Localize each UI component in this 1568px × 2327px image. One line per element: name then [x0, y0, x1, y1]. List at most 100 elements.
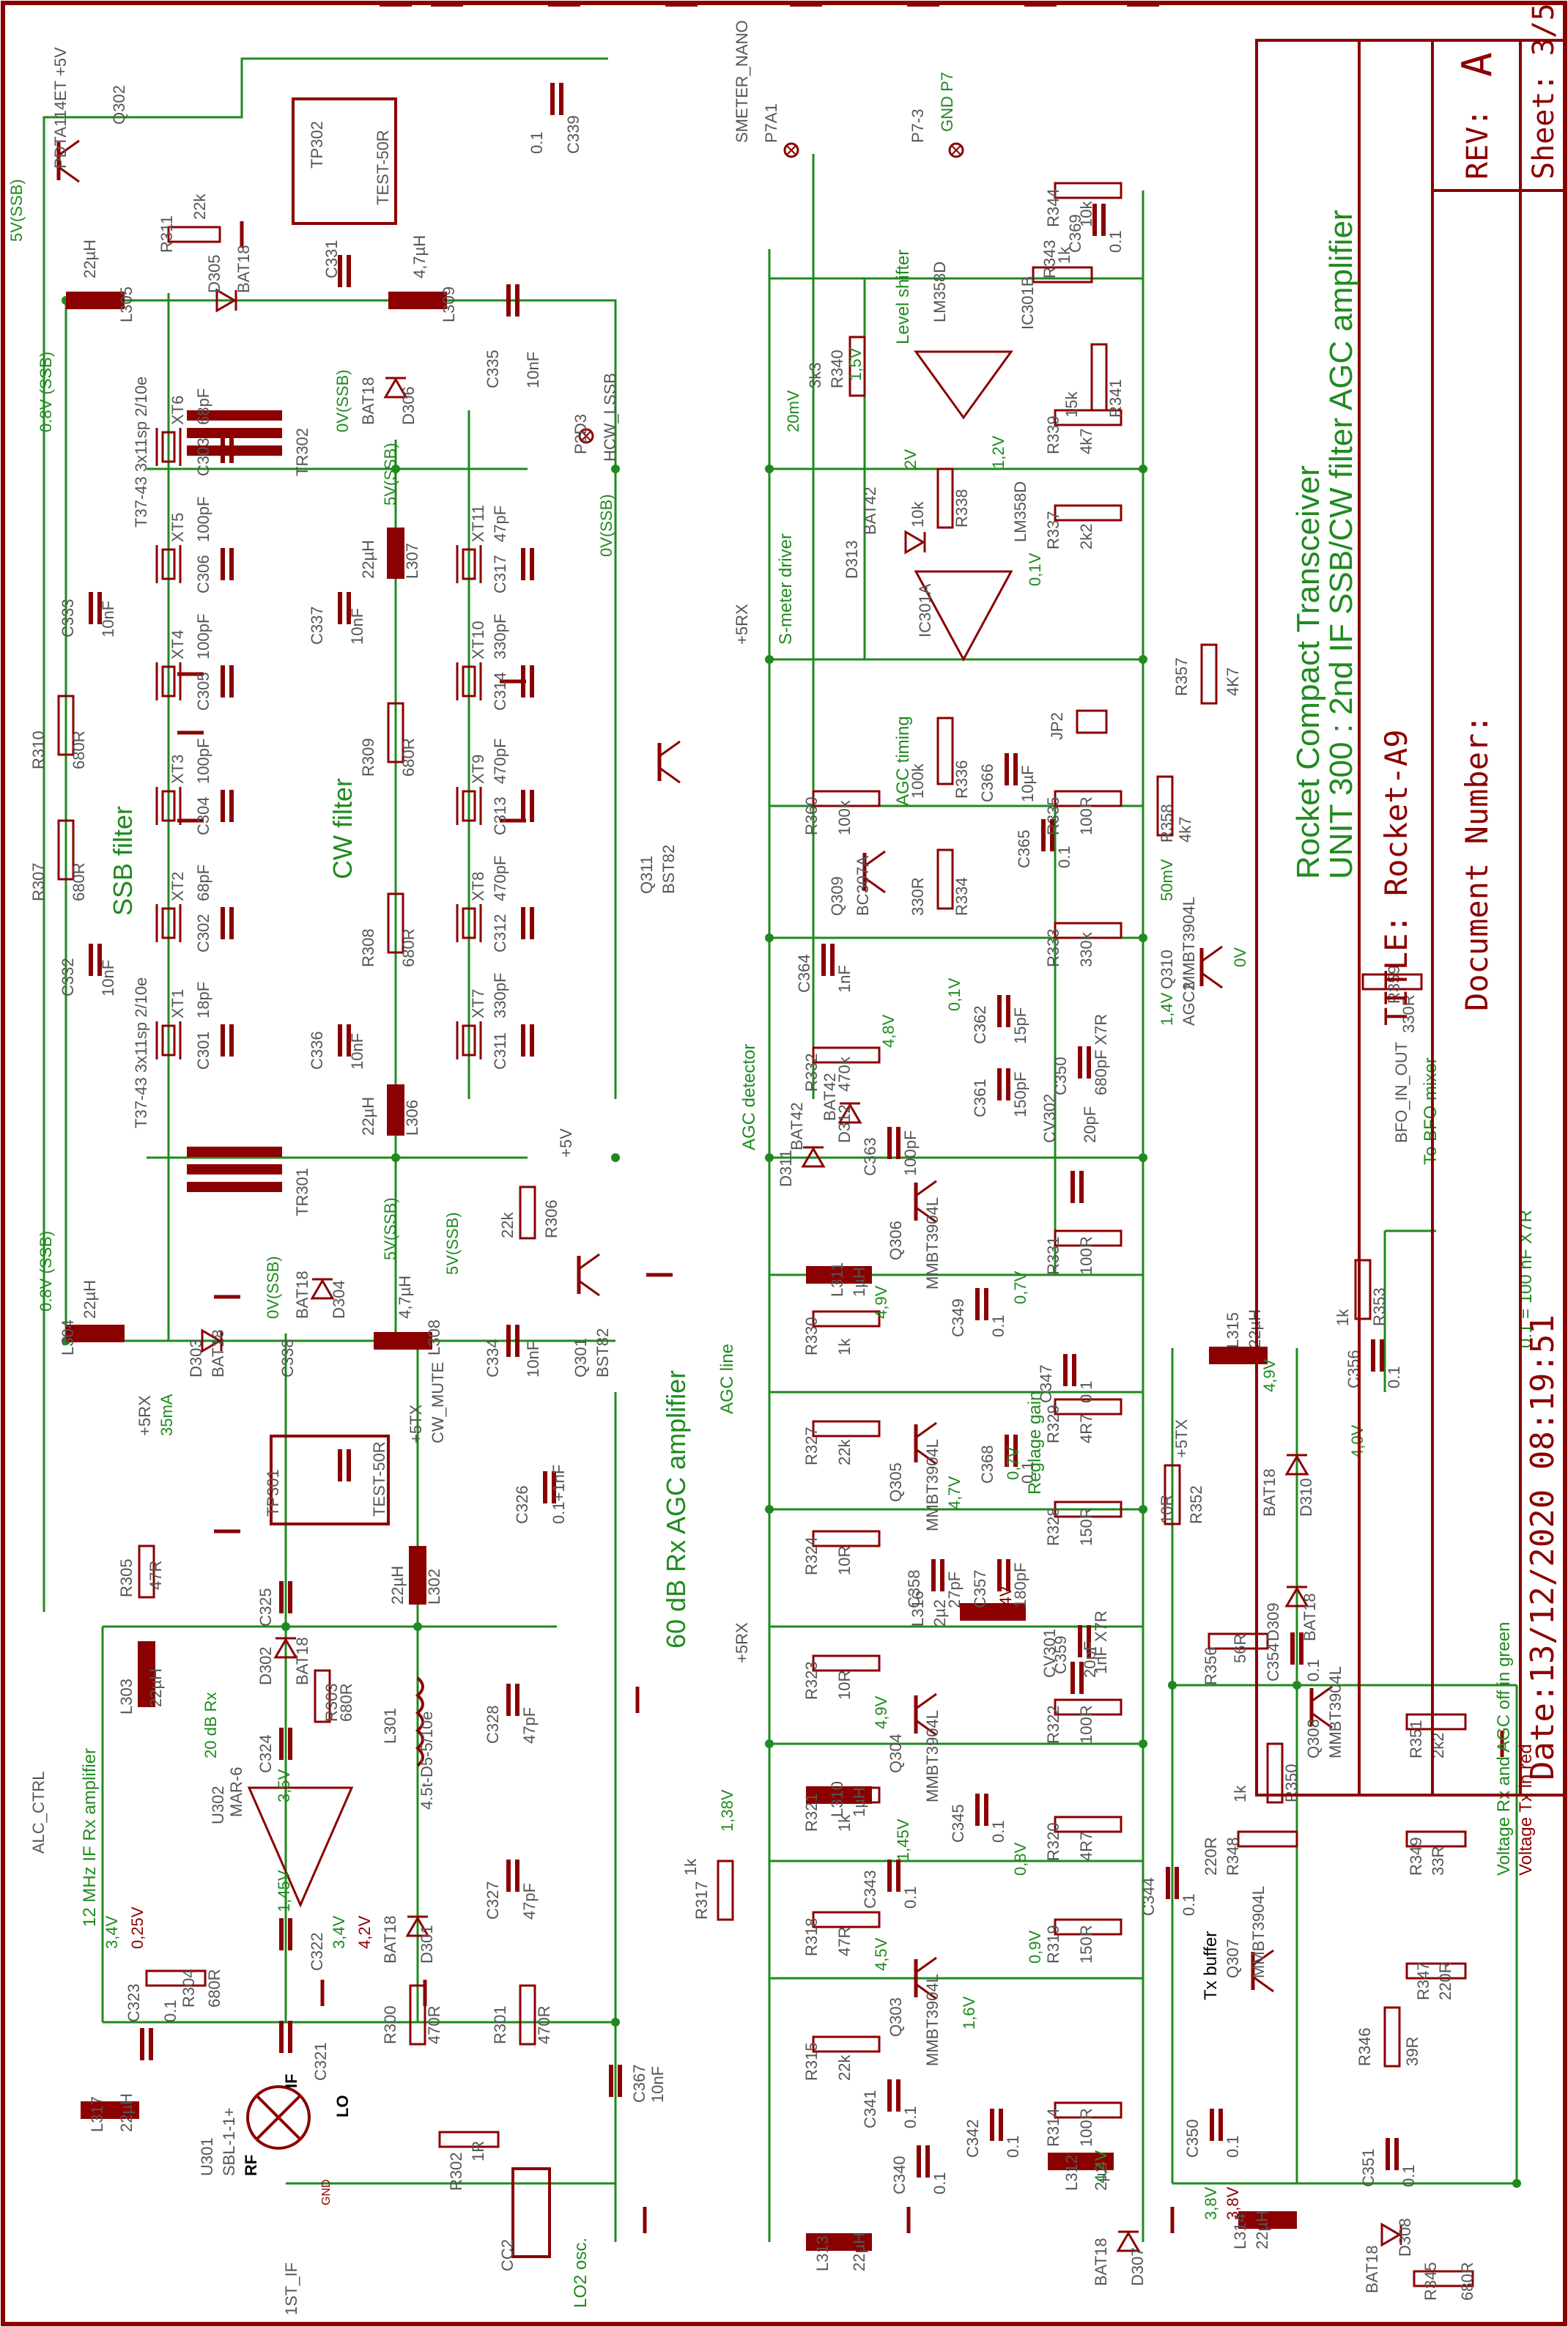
- title-block-frame: [1255, 39, 1566, 1797]
- mosfet-label: Q311: [637, 856, 656, 894]
- inductor-value: 22µH: [388, 1566, 407, 1605]
- junction-dot: [281, 1622, 290, 1631]
- junction-dot: [1139, 1739, 1147, 1748]
- res-label: R333: [1044, 928, 1062, 967]
- resistor: [812, 1046, 881, 1064]
- cap-label: C341: [861, 2090, 879, 2128]
- cap-value: 0.1: [1055, 846, 1073, 868]
- diode-label: D302: [256, 1646, 275, 1685]
- mixer-label: U301: [198, 2137, 216, 2176]
- transistor-type: MMBT3904L: [1326, 1666, 1345, 1758]
- section-tx-buffer: Tx buffer: [1201, 1931, 1221, 2000]
- note-green: Voltage Rx and AGC off in green: [1494, 1622, 1514, 1876]
- res-value: 4k7: [1077, 429, 1095, 454]
- resistor: [1090, 343, 1108, 412]
- cap-label: C323: [125, 1983, 143, 2022]
- crystal: [161, 548, 176, 580]
- diode: [201, 1328, 223, 1353]
- transformer-winding: [187, 428, 282, 438]
- transformer-winding: [187, 445, 282, 456]
- inductor-value: 22µH: [147, 1668, 165, 1707]
- junction-dot: [1139, 465, 1147, 473]
- transistor-label: Q310: [1158, 950, 1176, 989]
- resistor: [57, 695, 75, 756]
- diode-type: BAT18: [359, 377, 377, 425]
- resistor: [167, 226, 221, 243]
- inductor-label: L305: [117, 286, 136, 322]
- junction-dot: [413, 1622, 422, 1631]
- mosfet-type: BST82: [593, 1328, 612, 1377]
- junction-dot: [1139, 1153, 1147, 1162]
- voltage-rx: 4,9V: [872, 1285, 890, 1319]
- res-label: R353: [1370, 1287, 1388, 1326]
- cap-value: 0.1: [1180, 1893, 1198, 1916]
- res-label: R358: [1158, 804, 1176, 843]
- net-0v-ssb: 0V(SSB): [264, 1256, 282, 1319]
- crystal: [161, 907, 176, 939]
- voltage-rx: 1,2V: [989, 435, 1007, 469]
- resistor: [1054, 182, 1123, 199]
- diode-type: BAT18: [1363, 2245, 1381, 2293]
- net-5v-ssb: 5V(SSB): [443, 1212, 462, 1275]
- cap-value: 10µF: [1018, 765, 1037, 802]
- res-value: 2k2: [1077, 524, 1095, 550]
- net-p7-3: P7-3: [909, 109, 927, 143]
- cap-value: 10nF: [99, 960, 117, 996]
- crystal: [161, 790, 176, 822]
- crystal-label: XT11: [469, 505, 487, 542]
- transistor-lead: [864, 850, 886, 867]
- net-smeter-nano: SMETER_NANO: [733, 21, 751, 143]
- res-value: 22k: [498, 1212, 517, 1238]
- voltage-rx: 3,5V: [275, 1769, 293, 1802]
- transistor-type: PDTA114ET +5V: [51, 47, 70, 169]
- crystal-label: XT3: [169, 755, 187, 784]
- cap-value: 10nF: [648, 2066, 667, 2103]
- res-label: R308: [359, 928, 377, 967]
- test-point: [578, 428, 594, 444]
- title-field: TITLE: Rocket-A9: [1378, 729, 1414, 1026]
- cap-value: 470pF: [491, 739, 509, 784]
- parts-layer: [56, 2, 1504, 2287]
- diode-label: D313: [843, 540, 861, 579]
- cap-label: C367: [630, 2064, 648, 2103]
- inductor: [1209, 1347, 1268, 1364]
- transistor-lead: [1201, 972, 1223, 989]
- crystal-label: XT2: [169, 872, 187, 901]
- inductor-value: 1µH: [850, 1787, 868, 1817]
- inductor-value: 22µH: [81, 240, 99, 278]
- voltage-tx: 0,25V: [128, 1906, 147, 1949]
- transformer-label: TR301: [293, 1168, 311, 1216]
- transformer-winding: [187, 1182, 282, 1192]
- transistor-lead: [915, 1448, 937, 1465]
- cap-label: C334: [484, 1339, 502, 1377]
- cap-value: 0.1: [1304, 1659, 1323, 1682]
- inductor-label: L312: [1062, 2155, 1081, 2191]
- inductor-label: L308: [425, 1320, 443, 1355]
- transistor-lead: [578, 1253, 600, 1270]
- res-label: R332: [802, 1053, 821, 1092]
- op-amp: [914, 570, 1013, 662]
- cap-label: C301: [194, 1031, 212, 1070]
- res-value: 330R: [909, 877, 927, 916]
- cap-value: 150pF: [1011, 1072, 1029, 1117]
- diode-label: D310: [1297, 1478, 1315, 1517]
- cap-label: C369: [1066, 214, 1084, 253]
- resistor: [1354, 1259, 1372, 1320]
- cap-value: 0.1: [1004, 2135, 1022, 2158]
- resistor: [314, 1669, 331, 1723]
- junction-dot: [765, 1505, 774, 1514]
- section-reglage-gain: Reglage gain: [1025, 1391, 1045, 1495]
- inductor-label: L309: [440, 286, 458, 322]
- diode: [405, 1915, 430, 1937]
- voltage-rx: 1,6V: [960, 1996, 978, 2030]
- voltage-rx: 0,7V: [1004, 1446, 1022, 1480]
- resistor: [1237, 1830, 1298, 1848]
- res-label: R317: [692, 1881, 711, 1920]
- cap-label: C358: [905, 1569, 923, 1608]
- junction-dot: [765, 1153, 774, 1162]
- transistor-type: MMBT3904L: [923, 1974, 942, 2066]
- transistor-lead: [578, 1279, 600, 1297]
- inductor: [66, 292, 125, 309]
- transistor-lead: [915, 1180, 937, 1197]
